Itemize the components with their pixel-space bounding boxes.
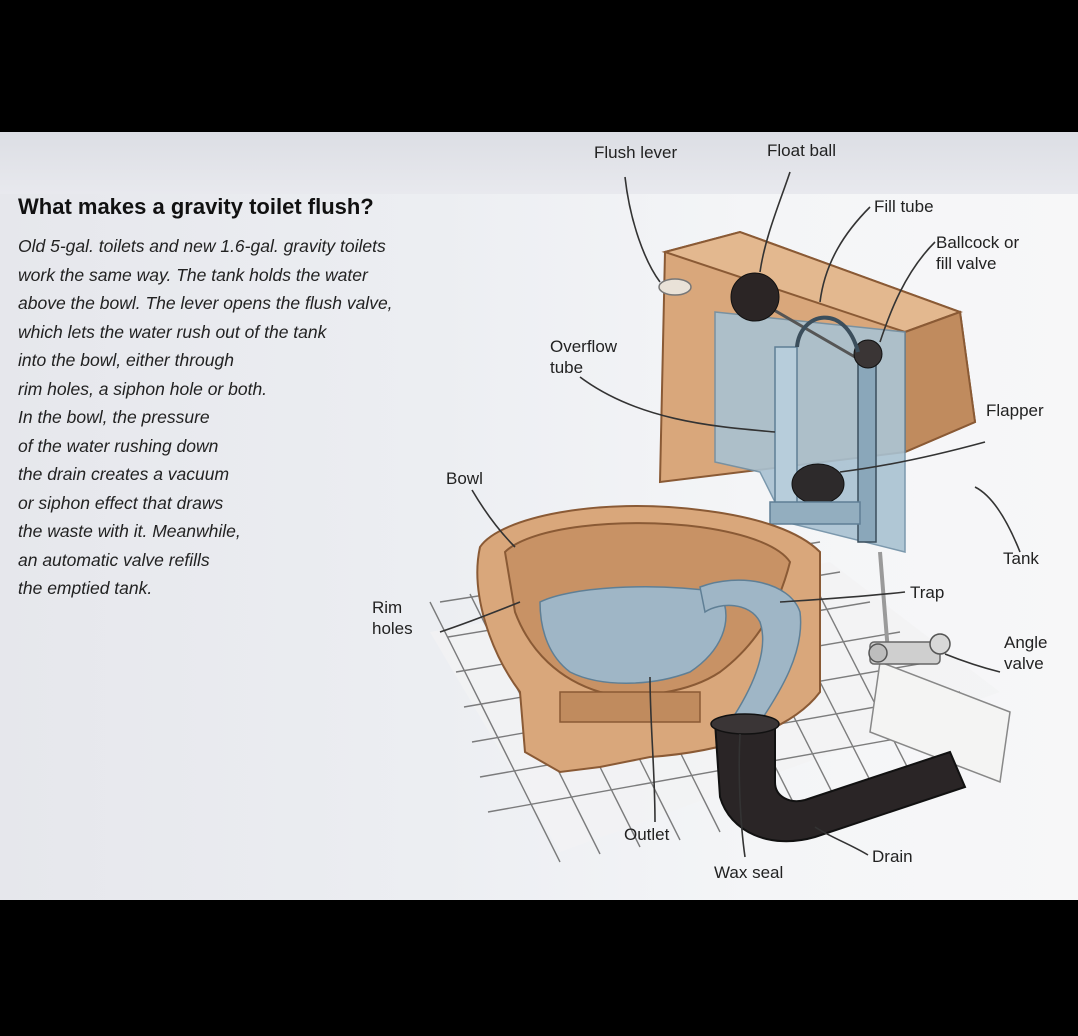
float-ball (730, 272, 780, 322)
label-overflow-tube-line: Overflow (550, 337, 618, 356)
body-line: the waste with it. Meanwhile, (18, 521, 241, 541)
body-line: an automatic valve refills (18, 549, 210, 570)
float-arm (759, 300, 856, 359)
label-overflow-tube: Overflow tube (550, 336, 617, 378)
label-angle-valve-line: valve (1004, 654, 1044, 673)
label-ballcock-line: fill valve (936, 254, 997, 273)
leader-wax-seal (738, 733, 746, 858)
body-line: or siphon effect that draws (18, 492, 224, 513)
leader-fill-tube (819, 206, 871, 303)
label-fill-tube: Fill tube (874, 197, 934, 216)
article-heading: What makes a gravity toilet flush? (18, 194, 374, 219)
body-line: the emptied tank. (18, 578, 153, 598)
label-wax-seal: Wax seal (714, 863, 784, 882)
leader-lines (439, 171, 1021, 858)
body-line: In the bowl, the pressure (18, 407, 210, 427)
leader-flush-lever (624, 176, 661, 283)
overflow-tube (774, 346, 798, 523)
label-rim-holes-line: holes (372, 619, 413, 638)
flush-lever-handle (658, 278, 692, 296)
leader-drain (814, 826, 869, 856)
top-band (0, 132, 1078, 194)
leader-overflow-tube (579, 376, 776, 433)
wax-seal (710, 713, 780, 735)
leader-ballcock (879, 241, 936, 343)
label-angle-valve-line: Angle (1004, 633, 1048, 652)
body-line: the drain creates a vacuum (18, 464, 230, 484)
wall-board (869, 660, 1011, 784)
leader-float-ball (759, 171, 791, 273)
label-overflow-tube-line: tube (550, 358, 584, 377)
drain-pipe (710, 713, 967, 843)
body-line: rim holes, a siphon hole or both. (18, 378, 268, 399)
body-line: which lets the water rush out of the tan… (18, 321, 327, 342)
label-drain: Drain (872, 847, 913, 866)
angle-valve (868, 551, 951, 665)
body-line: Old 5-gal. toilets and new 1.6-gal. grav… (18, 236, 386, 256)
label-trap: Trap (910, 583, 945, 602)
leader-tank (974, 486, 1021, 553)
label-flapper: Flapper (986, 401, 1044, 420)
label-float-ball: Float ball (767, 141, 836, 160)
leader-flapper (839, 441, 986, 473)
illustration-panel: What makes a gravity toilet flush? Old 5… (0, 132, 1078, 900)
bowl (476, 505, 821, 774)
flapper (791, 463, 845, 505)
label-flush-lever: Flush lever (594, 143, 678, 162)
body-line: into the bowl, either through (18, 350, 234, 370)
label-rim-holes: Rim holes (372, 597, 413, 639)
label-ballcock-line: Ballcock or (936, 233, 1020, 252)
leader-trap (779, 591, 906, 603)
fill-tube (795, 315, 860, 353)
leader-rim-holes (439, 601, 521, 633)
article-body: Old 5-gal. toilets and new 1.6-gal. grav… (18, 232, 393, 603)
leader-outlet (649, 676, 656, 823)
label-rim-holes-line: Rim (372, 598, 403, 617)
label-tank: Tank (1003, 549, 1039, 568)
leader-angle-valve (944, 653, 1001, 673)
label-ballcock: Ballcock or fill valve (936, 232, 1019, 274)
label-bowl: Bowl (446, 469, 483, 488)
toilet-cutaway-diagram (429, 171, 1021, 863)
label-outlet: Outlet (624, 825, 670, 844)
leader-bowl (471, 489, 516, 548)
body-line: work the same way. The tank holds the wa… (18, 264, 368, 285)
label-angle-valve: Angle valve (1004, 632, 1047, 674)
body-line: of the water rushing down (18, 435, 219, 456)
bowl-water (539, 586, 727, 684)
body-line: above the bowl. The lever opens the flus… (18, 293, 393, 313)
